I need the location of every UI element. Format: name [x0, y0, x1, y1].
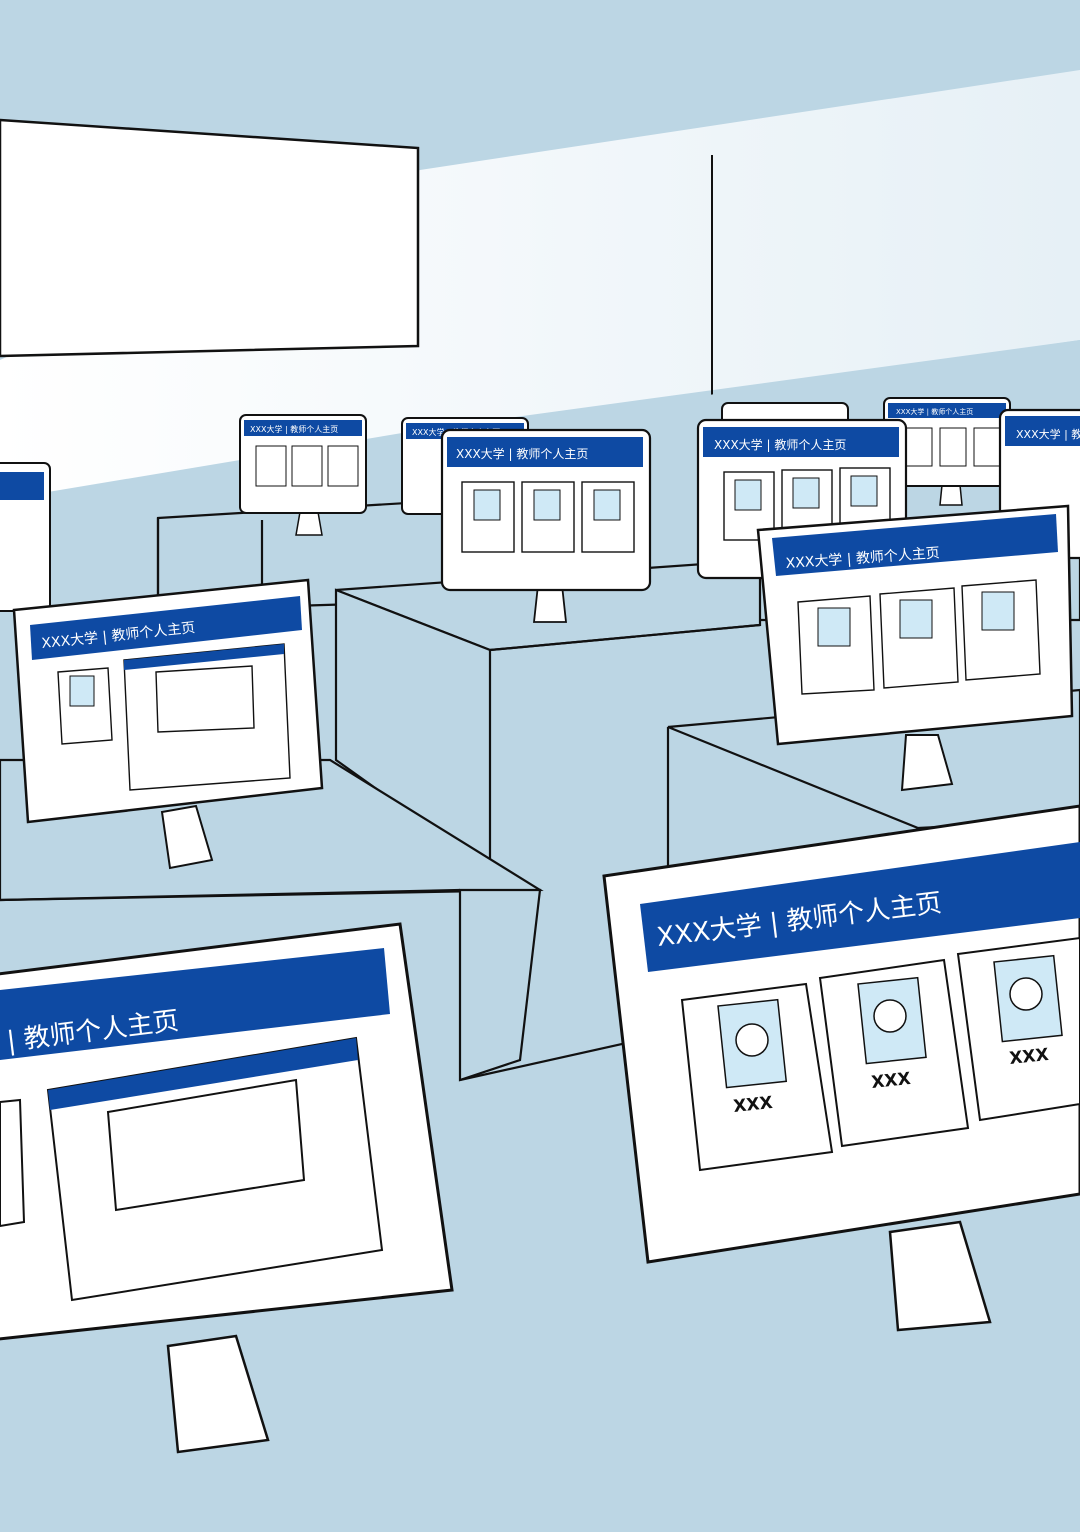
- avatar-head-icon: [873, 999, 907, 1033]
- monitor-mid-left-edge: [0, 462, 51, 612]
- monitor-mid-center: XXX大学 | 教师个人主页: [440, 428, 652, 623]
- monitor-left-mid: XXX大学 | 教师个人主页: [12, 578, 324, 870]
- teacher-name: XXX: [1008, 1045, 1049, 1069]
- whiteboard: [0, 118, 420, 358]
- screen-header-bar: [640, 842, 1080, 972]
- monitor-stand: [166, 1334, 270, 1454]
- monitor-far-1: XXX大学 | 教师个人主页: [239, 414, 367, 536]
- monitor-right-mid: XXX大学 | 教师个人主页: [756, 504, 1074, 792]
- screen-header-bar: [0, 948, 390, 1060]
- image-placeholder: [106, 1078, 306, 1212]
- monitor-front-right[interactable]: XXX大学 | 教师个人主页 XXX XXX XXX: [602, 804, 1080, 1332]
- teacher-name: XXX: [732, 1093, 773, 1117]
- screen-title: XXX大学 | 教师个人主页: [896, 407, 973, 416]
- content-panel-header: [48, 1038, 358, 1110]
- monitor-far-4: XXX大学 | 教师个人主页: [883, 397, 1011, 506]
- teacher-name: XXX: [870, 1069, 911, 1093]
- wall-light-band: [0, 70, 1080, 500]
- screen-title: XXX大学 | 教师个人主页: [714, 437, 846, 452]
- screen-title: XXX大学 | 教: [1016, 427, 1080, 441]
- screen-title: XXX大学 | 教师个人主页: [250, 424, 338, 434]
- screen-title: XXX大学 | 教师个人主页: [456, 446, 588, 461]
- sidebar-card: [0, 1098, 26, 1228]
- avatar-head-icon: [735, 1023, 769, 1057]
- monitor-front-left[interactable]: | 教师个人主页: [0, 922, 454, 1454]
- avatar-head-icon: [1009, 977, 1043, 1011]
- monitor-stand: [888, 1220, 992, 1332]
